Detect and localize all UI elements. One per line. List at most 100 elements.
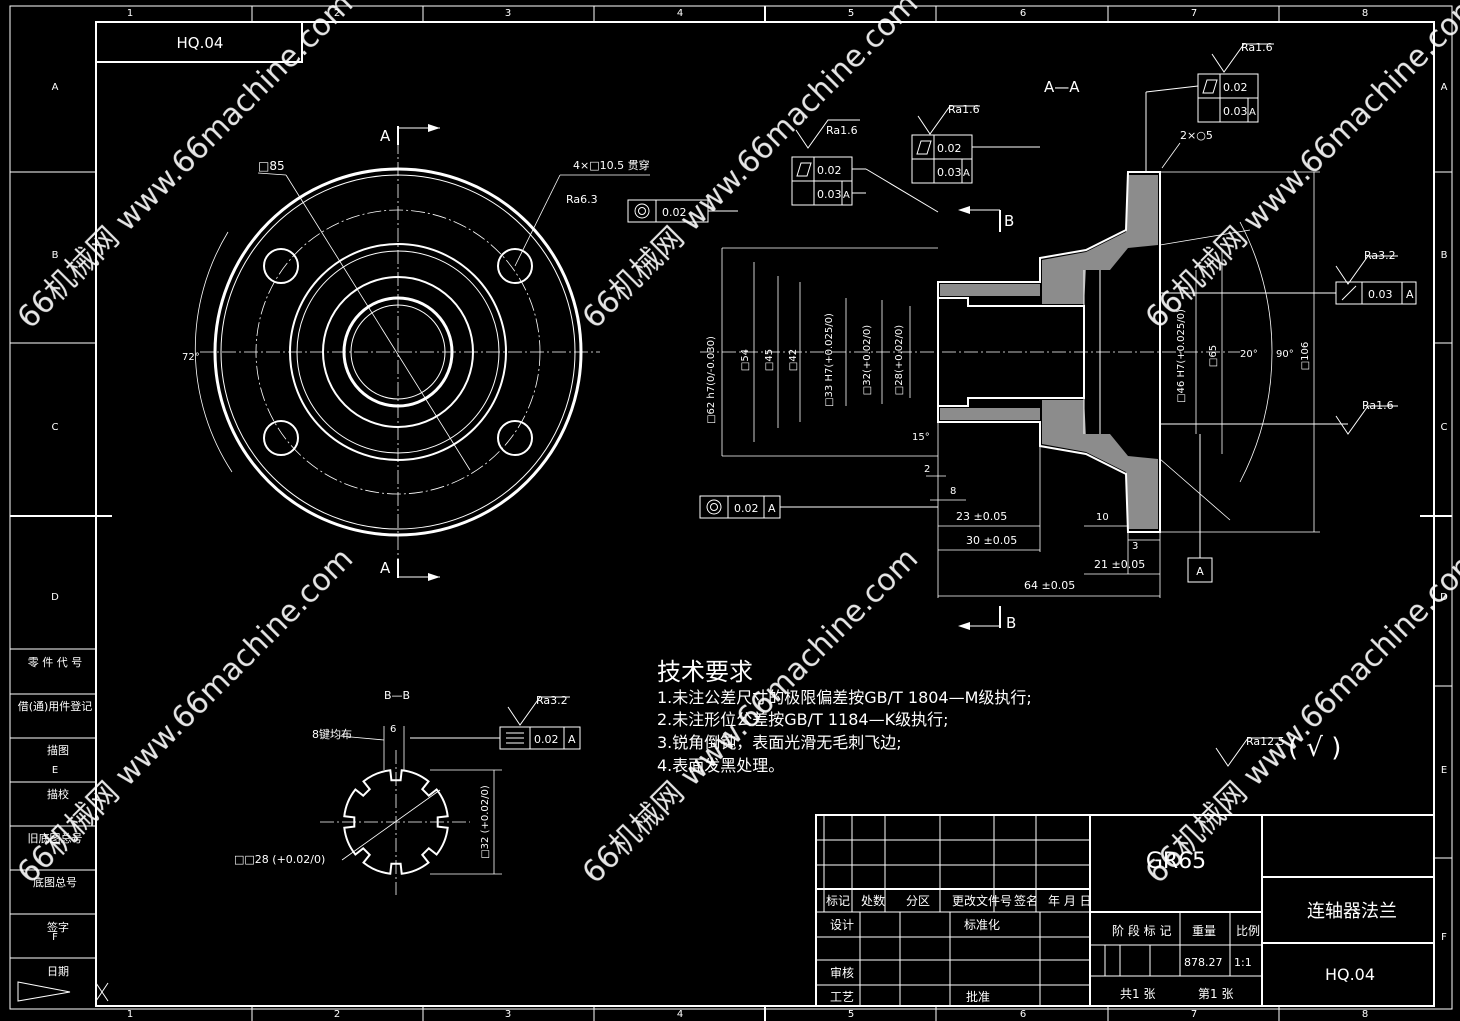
roughness-ra32-1: Ra3.2 <box>1364 249 1396 262</box>
dim-length-3: 3 <box>1132 541 1138 552</box>
grid-col-label-5-bottom: 5 <box>848 1009 854 1020</box>
tb-sign: 签名 <box>1014 893 1038 908</box>
roughness-ra16-2: Ra1.6 <box>948 103 980 116</box>
section-bb-title: B—B <box>384 689 410 702</box>
section-aa-view: A—A <box>700 78 1320 632</box>
section-marker-a-top: A <box>380 127 391 145</box>
grid-col-label-6-top: 6 <box>1020 8 1026 19</box>
tb-mark: 标记 <box>826 894 850 908</box>
section-bb-view: B—B 8键均布 6 □□28 (+0.02/0) □32 (+0.02/0) <box>234 689 502 895</box>
section-marker-b-bottom: B <box>1006 614 1016 632</box>
dim-length-21: 21 ±0.05 <box>1094 558 1145 571</box>
grid-col-label-3-bottom: 3 <box>505 1009 511 1020</box>
gdt-runout-value: 0.03 <box>1368 288 1393 301</box>
side-label-part-code: 零 件 代 号 <box>28 656 83 669</box>
tb-approve: 批准 <box>966 989 990 1004</box>
grid-col-label-6-bottom: 6 <box>1020 1009 1026 1020</box>
bb-dim-keys: 8键均布 <box>312 727 352 741</box>
tb-zone: 分区 <box>906 894 930 908</box>
tb-doc: 更改文件号 <box>952 893 1012 908</box>
dim-angle-90: 90° <box>1276 349 1294 360</box>
datum-a-box: A <box>1196 565 1204 578</box>
technical-requirements: 技术要求 1.未注公差尺寸的极限偏差按GB/T 1804—M级执行; 2.未注形… <box>657 658 1032 775</box>
side-label-old-base: 旧底图总号 <box>28 831 83 845</box>
gdt-perp-1-value: 0.03 <box>817 188 842 201</box>
tb-process: 工艺 <box>830 990 854 1004</box>
gdt-concentricity-top-value: 0.02 <box>662 206 687 219</box>
grid-row-label-B-right: B <box>1441 250 1448 261</box>
grid-row-label-A-left: A <box>52 82 59 93</box>
dim-d33: □33 H7(+0.025/0) <box>824 313 835 407</box>
roughness-ra16-4: Ra1.6 <box>1362 399 1394 412</box>
dim-chamfer: 2×○5 <box>1180 129 1213 142</box>
grid-row-label-D-right: D <box>1440 592 1448 603</box>
front-view: □85 4×□10.5 贯穿 Ra6.3 72° A A <box>182 124 650 581</box>
tb-date: 年 月 日 <box>1048 894 1092 908</box>
front-dim-holes: 4×□10.5 贯穿 <box>573 158 650 172</box>
side-label-base: 底图总号 <box>33 875 77 889</box>
gdt-symmetry-value: 0.02 <box>534 733 559 746</box>
drawing-code-top: HQ.04 <box>177 34 224 52</box>
front-dim-72deg: 72° <box>182 352 200 363</box>
dim-d28: □28(+0.02/0) <box>894 325 905 395</box>
tb-check: 审核 <box>830 965 854 980</box>
dim-length-8: 8 <box>950 486 956 497</box>
tb-sheet-no: 第1 张 <box>1198 987 1233 1001</box>
grid-col-label-5-top: 5 <box>848 8 854 19</box>
tb-drawing-code: HQ.04 <box>1325 965 1375 984</box>
dim-d32: □32(+0.02/0) <box>862 325 873 395</box>
dim-length-30: 30 ±0.05 <box>966 534 1017 547</box>
tech-req-item-4: 4.表面发黑处理。 <box>657 756 784 775</box>
grid-col-label-8-top: 8 <box>1362 8 1368 19</box>
dim-d45: □45 <box>764 349 775 371</box>
roughness-symbols: Ra1.6 Ra1.6 Ra1.6 Ra3.2 Ra1.6 Ra3.2 Ra12… <box>507 41 1398 767</box>
gdt-flatness-2-value: 0.02 <box>937 142 962 155</box>
grid-col-label-4-top: 4 <box>677 8 683 19</box>
bb-dim-d32: □32 (+0.02/0) <box>480 785 491 859</box>
front-dim-square85: □85 <box>258 159 285 173</box>
dim-angle-15: 15° <box>912 432 930 443</box>
tb-scale: 1:1 <box>1234 956 1252 969</box>
dim-length-10: 10 <box>1096 512 1109 523</box>
grid-row-label-B-left: B <box>52 250 59 261</box>
grid-row-label-A-right: A <box>1441 82 1448 93</box>
grid-col-label-7-top: 7 <box>1191 8 1197 19</box>
tech-req-item-2: 2.未注形位公差按GB/T 1184—K级执行; <box>657 710 949 729</box>
side-label-trace-check: 描校 <box>47 787 69 801</box>
bb-dim-d28: □□28 (+0.02/0) <box>234 853 325 866</box>
gdt-perp-3-datum: A <box>1249 107 1256 118</box>
side-label-trace: 描图 <box>47 743 69 757</box>
tb-stage: 阶 段 标 记 <box>1112 923 1171 938</box>
roughness-general-symbol: ( √ ) <box>1288 733 1341 763</box>
grid-row-label-D-left: D <box>51 592 59 603</box>
tb-weight: 878.27 <box>1184 956 1223 969</box>
grid-col-label-4-bottom: 4 <box>677 1009 683 1020</box>
grid-col-label-1-bottom: 1 <box>127 1009 133 1020</box>
tb-material: GR65 <box>1146 849 1206 874</box>
dim-d54: □54 <box>740 349 751 371</box>
sheet-frame <box>9 5 1453 1021</box>
grid-row-label-C-left: C <box>52 422 59 433</box>
roughness-ra16-1: Ra1.6 <box>826 124 858 137</box>
grid-row-label-C-right: C <box>1441 422 1448 433</box>
grid-col-label-2-bottom: 2 <box>334 1009 340 1020</box>
grid-col-label-3-top: 3 <box>505 8 511 19</box>
tech-req-item-1: 1.未注公差尺寸的极限偏差按GB/T 1804—M级执行; <box>657 688 1032 707</box>
gdt-symmetry-datum: A <box>568 733 576 746</box>
gdt-flatness-1-value: 0.02 <box>817 164 842 177</box>
gdt-flatness-3-value: 0.02 <box>1223 81 1248 94</box>
gdt-perp-3-value: 0.03 <box>1223 105 1248 118</box>
grid-row-label-E-right: E <box>1441 765 1447 776</box>
tech-req-title: 技术要求 <box>657 658 753 686</box>
dim-d42: □42 <box>788 349 799 371</box>
dim-length-64: 64 ±0.05 <box>1024 579 1075 592</box>
dim-d65: □65 <box>1208 345 1219 367</box>
dim-d62: □62 h7(0/-0.030) <box>706 336 717 424</box>
code-box: HQ.04 <box>95 21 303 63</box>
front-roughness-holes: Ra6.3 <box>566 193 598 206</box>
tb-count: 处数 <box>861 893 885 908</box>
tb-part-name: 连轴器法兰 <box>1307 901 1397 922</box>
grid-col-label-7-bottom: 7 <box>1191 1009 1197 1020</box>
